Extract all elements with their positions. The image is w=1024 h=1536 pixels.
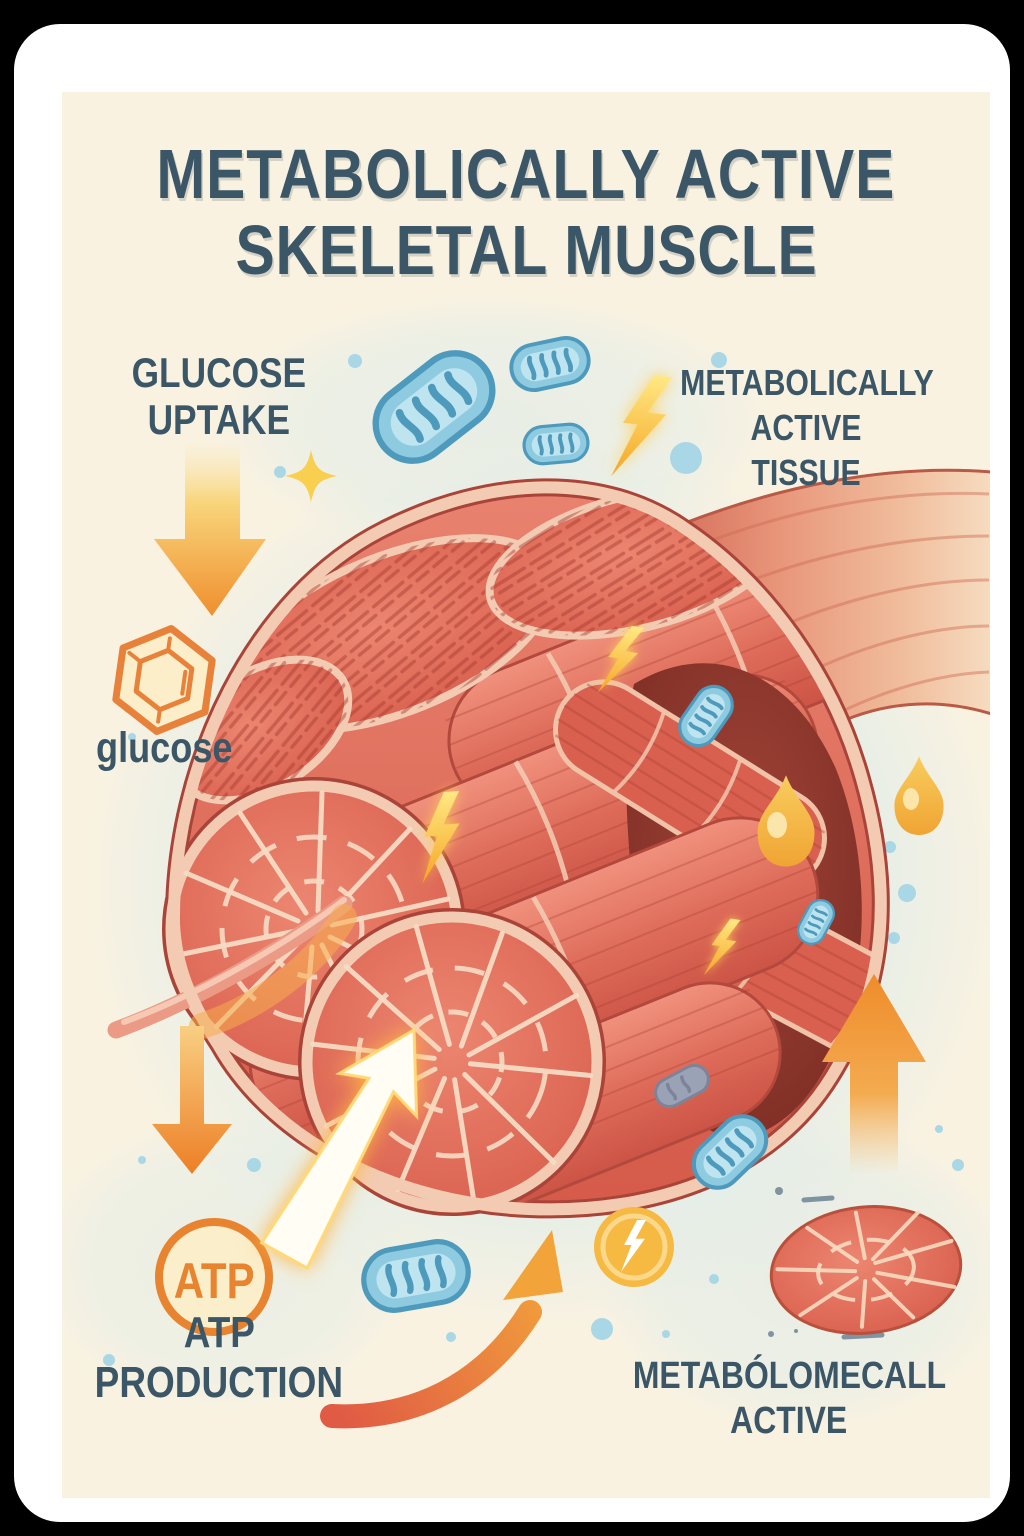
curved-arrow-head — [503, 1230, 563, 1300]
curved-arrow-icon — [320, 1300, 542, 1429]
glucose-hexagon-icon — [112, 625, 216, 735]
glucose-uptake-arrow-icon — [154, 439, 266, 616]
cross-section-oval-icon — [769, 1205, 963, 1335]
energy-flow-curve — [189, 904, 357, 1039]
poster-card: METABOLICALLY ACTIVE SKELETAL MUSCLE GLU… — [14, 24, 1010, 1522]
glowing-energy-arrow-icon — [259, 1027, 419, 1271]
sparkle-star-icon — [285, 450, 337, 502]
mitochondrion-icon — [520, 420, 592, 468]
bottom-right-caption: METABÓLOMECALL ACTIVE — [632, 1355, 946, 1442]
title-line2: SKELETAL MUSCLE — [234, 211, 818, 289]
speck-marks — [768, 1187, 885, 1340]
metabolically-active-tissue-label: METABOLICALLY ACTIVE TISSUE — [679, 362, 934, 493]
metabolic-up-arrow-icon — [822, 974, 926, 1174]
atp-badge-label: ATP — [174, 1253, 255, 1309]
mitochondrion-icon — [654, 1063, 710, 1109]
tendon-strand — [107, 895, 353, 1039]
glucose-uptake-label: GLUCOSE UPTAKE — [131, 349, 307, 443]
glucose-molecule-label: glucose — [95, 724, 233, 772]
lipid-droplet-icon — [894, 756, 944, 835]
title-line1: METABOLICALLY ACTIVE — [156, 135, 896, 213]
tendon-strand-highlight — [121, 897, 347, 1025]
atp-circle-badge — [155, 1218, 273, 1336]
muscle-illustration — [62, 294, 990, 1434]
page-title: METABOLICALLY ACTIVE SKELETAL MUSCLE — [62, 136, 990, 288]
atp-production-arrow-icon — [152, 1026, 232, 1174]
energy-bolt-circle-icon — [594, 1207, 674, 1287]
lipid-droplet-icon — [757, 775, 815, 867]
poster-content: METABOLICALLY ACTIVE SKELETAL MUSCLE GLU… — [62, 92, 990, 1498]
atp-production-label: ATP PRODUCTION — [94, 1308, 344, 1407]
